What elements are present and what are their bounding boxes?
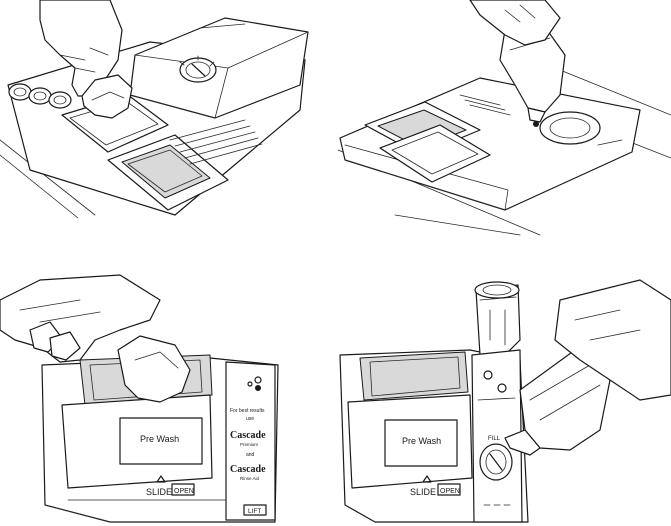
brand2-label: Cascade <box>230 464 266 475</box>
lift-label: LIFT <box>248 508 261 515</box>
open-label-2: OPEN <box>440 488 460 495</box>
prewash-label-2: Pre Wash <box>402 436 441 446</box>
fill-label: FILL <box>488 436 501 442</box>
brand1-sub: Premium <box>240 442 258 447</box>
recommends-line1: For best results <box>230 408 265 414</box>
brand1-label: Cascade <box>230 430 266 441</box>
slide-label-2: SLIDE <box>410 487 436 497</box>
recommends-line2: use <box>246 416 254 422</box>
panel-top-left <box>0 0 308 218</box>
panel-bottom-left: Pre Wash SLIDE OPEN For best results use… <box>0 275 278 522</box>
prewash-label: Pre Wash <box>140 434 179 444</box>
panel-bottom-right: Pre Wash SLIDE OPEN FILL <box>340 280 671 522</box>
slide-label: SLIDE <box>146 487 172 497</box>
brand2-sub: Rinse Aid <box>240 476 260 481</box>
open-label: OPEN <box>174 488 194 495</box>
panel-top-right <box>338 0 671 235</box>
and-label: and <box>246 452 255 458</box>
